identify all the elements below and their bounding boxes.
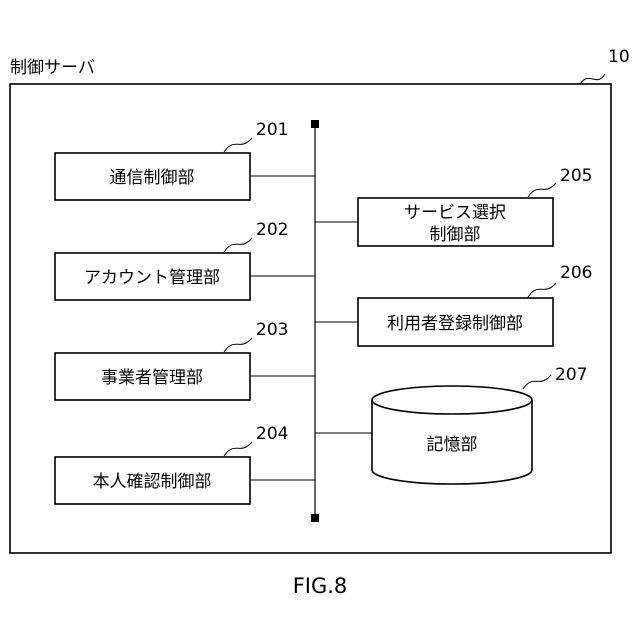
- server-ref-number: 10: [608, 47, 630, 67]
- module-label: 通信制御部: [110, 168, 195, 188]
- figure-caption: FIG.8: [293, 574, 348, 598]
- ref-number: 206: [560, 263, 592, 283]
- ref-number: 204: [256, 424, 288, 444]
- ref-number: 205: [560, 166, 592, 186]
- ref-number: 202: [256, 220, 288, 240]
- server-ref-leader: [580, 74, 605, 84]
- bus-top-terminal: [311, 120, 319, 128]
- module-label-line1: サービス選択: [404, 203, 506, 223]
- module-label: アカウント管理部: [84, 268, 220, 288]
- storage-label: 記憶部: [427, 435, 478, 455]
- ref-number: 201: [256, 120, 288, 140]
- module-label: 利用者登録制御部: [387, 314, 523, 334]
- module-label-line2: 制御部: [430, 225, 481, 245]
- ref-number: 207: [555, 365, 587, 385]
- module-label: 事業者管理部: [101, 368, 203, 388]
- server-title: 制御サーバ: [10, 58, 95, 78]
- module-label: 本人確認制御部: [93, 472, 212, 492]
- cylinder-top: [372, 386, 532, 414]
- ref-number: 203: [256, 320, 288, 340]
- bus-bottom-terminal: [311, 514, 319, 522]
